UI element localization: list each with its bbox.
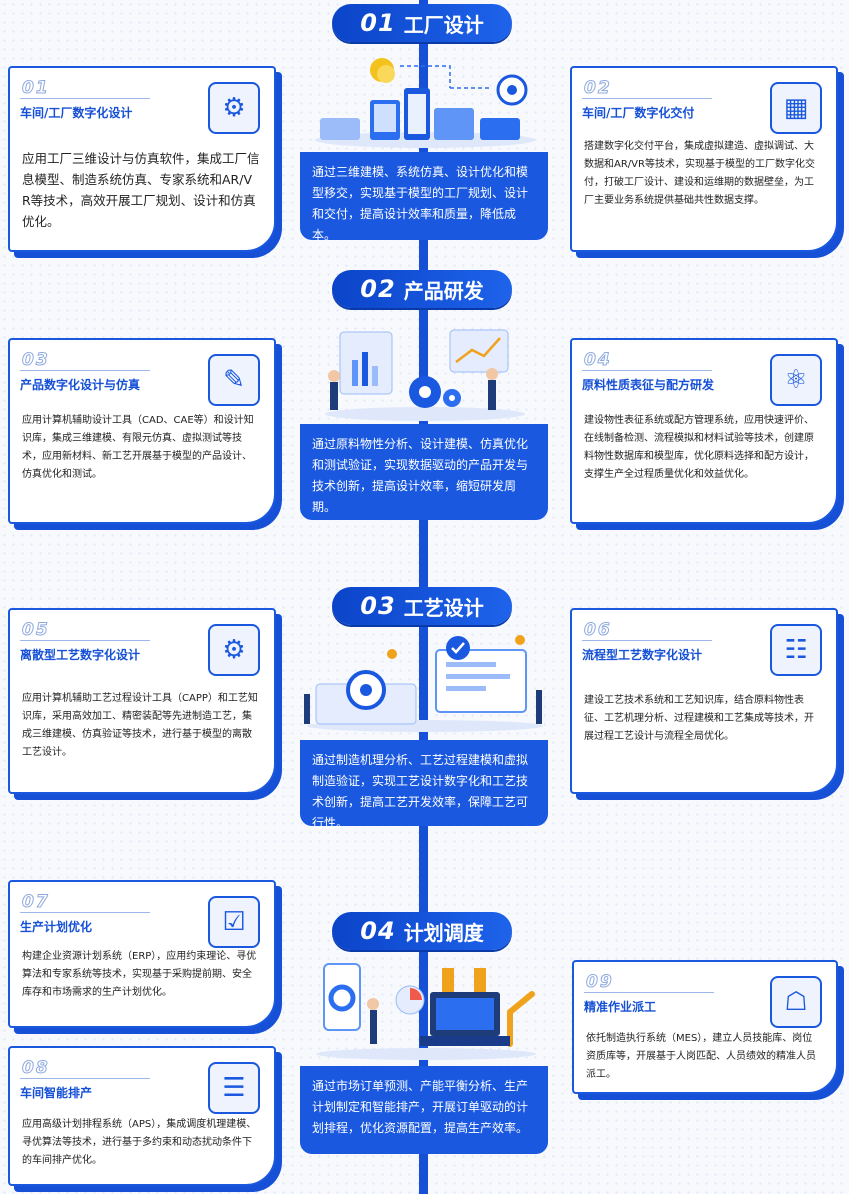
research-illustration bbox=[325, 329, 525, 421]
card-title: 生产计划优化 bbox=[20, 920, 93, 934]
card-number: 02 bbox=[584, 78, 612, 99]
divider bbox=[20, 912, 150, 913]
card-text: 应用计算机辅助工艺过程设计工具（CAPP）和工艺知识库，采用高效加工、精密装配等… bbox=[22, 693, 258, 758]
card-05: 05 离散型工艺数字化设计 ⚙ 应用计算机辅助工艺过程设计工具（CAPP）和工艺… bbox=[8, 608, 276, 794]
card-01: 01 车间/工厂数字化设计 ⚙ 应用工厂三维设计与仿真软件，集成工厂信息模型、制… bbox=[8, 66, 276, 252]
card-text: 应用计算机辅助设计工具（CAD、CAE等）和设计知识库，集成三维建模、有限元仿真… bbox=[22, 415, 254, 480]
section-title: 工艺设计 bbox=[403, 595, 484, 620]
divider bbox=[584, 992, 714, 993]
divider bbox=[582, 370, 712, 371]
schedule-gear-icon: ☰ bbox=[208, 1062, 260, 1114]
section-title: 工厂设计 bbox=[403, 12, 484, 37]
calculator-document-icon: ▦ bbox=[770, 82, 822, 134]
card-title: 精准作业派工 bbox=[584, 1000, 657, 1014]
card-title: 车间智能排产 bbox=[20, 1086, 93, 1100]
process-illustration bbox=[304, 635, 543, 732]
divider bbox=[582, 98, 712, 99]
card-text: 应用高级计划排程系统（APS），集成调度机理建模、寻优算法等技术，进行基于多约束… bbox=[22, 1119, 257, 1166]
section-title: 产品研发 bbox=[403, 278, 484, 303]
atom-icon: ⚛ bbox=[770, 354, 822, 406]
blueprint-pencil-icon: ✎ bbox=[208, 354, 260, 406]
network-gear-icon: ⚙ bbox=[208, 82, 260, 134]
card-number: 08 bbox=[22, 1058, 50, 1079]
card-text: 依托制造执行系统（MES），建立人员技能库、岗位资质库等，开展基于人岗匹配、人员… bbox=[586, 1033, 816, 1080]
factory-illustration bbox=[315, 58, 535, 148]
presenter-icon: ☖ bbox=[770, 976, 822, 1028]
divider bbox=[20, 640, 150, 641]
card-number: 03 bbox=[22, 350, 50, 371]
card-number: 01 bbox=[22, 78, 50, 99]
card-title: 流程型工艺数字化设计 bbox=[582, 648, 703, 662]
card-03: 03 产品数字化设计与仿真 ✎ 应用计算机辅助设计工具（CAD、CAE等）和设计… bbox=[8, 338, 276, 524]
card-text: 建设工艺技术系统和工艺知识库，结合原料物性表征、工艺机理分析、过程建模和工艺集成… bbox=[584, 695, 814, 742]
flow-chip-icon: ☷ bbox=[770, 624, 822, 676]
card-title: 原料性质表征与配方研发 bbox=[582, 378, 715, 392]
section-header-01: 01 工厂设计 bbox=[332, 4, 512, 42]
card-number: 05 bbox=[22, 620, 50, 641]
card-number: 06 bbox=[584, 620, 612, 641]
scheduling-illustration bbox=[316, 963, 536, 1060]
card-number: 09 bbox=[586, 972, 614, 993]
card-title: 产品数字化设计与仿真 bbox=[20, 378, 141, 392]
card-text: 搭建数字化交付平台，集成虚拟建造、虚拟调试、大数据和AR/VR等技术，实现基于模… bbox=[584, 141, 815, 206]
divider bbox=[582, 640, 712, 641]
card-number: 04 bbox=[584, 350, 612, 371]
section-number: 01 bbox=[360, 9, 396, 37]
section-header-04: 04 计划调度 bbox=[332, 912, 512, 950]
card-04: 04 原料性质表征与配方研发 ⚛ 建设物性表征系统或配方管理系统，应用快速评价、… bbox=[570, 338, 838, 524]
section-summary-01: 通过三维建模、系统仿真、设计优化和模型移交，实现基于模型的工厂规划、设计和交付，… bbox=[300, 152, 548, 242]
divider bbox=[20, 370, 150, 371]
card-text: 应用工厂三维设计与仿真软件，集成工厂信息模型、制造系统仿真、专家系统和AR/VR… bbox=[22, 151, 260, 229]
card-text: 建设物性表征系统或配方管理系统，应用快速评价、在线制备检测、流程模拟和材料试验等… bbox=[584, 415, 814, 480]
section-title: 计划调度 bbox=[403, 920, 484, 945]
section-number: 02 bbox=[360, 275, 396, 303]
section-number: 04 bbox=[360, 917, 396, 945]
card-02: 02 车间/工厂数字化交付 ▦ 搭建数字化交付平台，集成虚拟建造、虚拟调试、大数… bbox=[570, 66, 838, 252]
divider bbox=[20, 1078, 150, 1079]
card-09: 09 精准作业派工 ☖ 依托制造执行系统（MES），建立人员技能库、岗位资质库等… bbox=[572, 960, 838, 1094]
section-summary-02: 通过原料物性分析、设计建模、仿真优化和测试验证，实现数据驱动的产品开发与技术创新… bbox=[300, 424, 548, 520]
card-number: 07 bbox=[22, 892, 50, 913]
section-header-02: 02 产品研发 bbox=[332, 270, 512, 308]
card-text: 构建企业资源计划系统（ERP），应用约束理论、寻优算法和专家系统等技术，实现基于… bbox=[22, 951, 257, 998]
card-07: 07 生产计划优化 ☑ 构建企业资源计划系统（ERP），应用约束理论、寻优算法和… bbox=[8, 880, 276, 1028]
checklist-icon: ☑ bbox=[208, 896, 260, 948]
card-title: 车间/工厂数字化设计 bbox=[20, 106, 133, 120]
card-title: 离散型工艺数字化设计 bbox=[20, 648, 141, 662]
section-number: 03 bbox=[360, 592, 396, 620]
card-08: 08 车间智能排产 ☰ 应用高级计划排程系统（APS），集成调度机理建模、寻优算… bbox=[8, 1046, 276, 1186]
monitor-gear-icon: ⚙ bbox=[208, 624, 260, 676]
section-summary-04: 通过市场订单预测、产能平衡分析、生产计划制定和智能排产，开展订单驱动的计划排程，… bbox=[300, 1066, 548, 1154]
card-title: 车间/工厂数字化交付 bbox=[582, 106, 695, 120]
section-header-03: 03 工艺设计 bbox=[332, 587, 512, 625]
section-summary-03: 通过制造机理分析、工艺过程建模和虚拟制造验证，实现工艺设计数字化和工艺技术创新，… bbox=[300, 740, 548, 830]
card-06: 06 流程型工艺数字化设计 ☷ 建设工艺技术系统和工艺知识库，结合原料物性表征、… bbox=[570, 608, 838, 794]
divider bbox=[20, 98, 150, 99]
